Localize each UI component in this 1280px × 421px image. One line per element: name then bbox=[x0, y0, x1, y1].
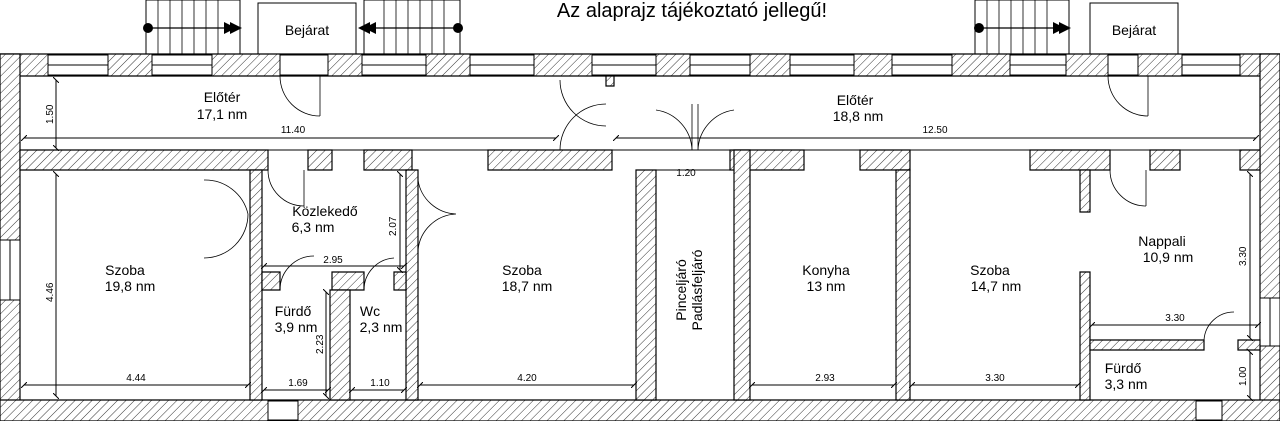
entrance-box-right bbox=[1089, 2, 1179, 55]
room-name-eloter-2: Előtér bbox=[837, 92, 874, 108]
room-name-nappali: Nappali bbox=[1138, 233, 1185, 249]
room-labels: Előtér 17,1 nm Előtér 18,8 nm Közlekedő … bbox=[105, 89, 1194, 392]
room-area-szoba-3: 14,7 nm bbox=[971, 278, 1022, 294]
dim-1-20: 1.20 bbox=[676, 168, 696, 179]
dim-2-23: 2.23 bbox=[315, 334, 326, 354]
room-name-pincejaro: Pinceljáró bbox=[673, 259, 689, 321]
entrance-label-left: Bejárat bbox=[285, 22, 329, 38]
room-area-szoba-1: 19,8 nm bbox=[105, 278, 156, 294]
room-name-furdo-1: Fürdő bbox=[275, 303, 312, 319]
room-name-szoba-3: Szoba bbox=[970, 262, 1010, 278]
plan-title: Az alaprajz tájékoztató jellegű! bbox=[557, 0, 827, 22]
dimension-labels: 1.50 11.40 12.50 1.20 2.07 2.95 4.46 4.4… bbox=[45, 104, 1249, 389]
dim-1-50: 1.50 bbox=[45, 104, 56, 124]
room-area-furdo-1: 3,9 nm bbox=[275, 319, 318, 335]
room-name-szoba-2: Szoba bbox=[502, 262, 542, 278]
stairs-left-1 bbox=[143, 0, 242, 55]
dim-12-50: 12.50 bbox=[922, 125, 947, 136]
entrance-box-left bbox=[257, 2, 357, 55]
stairs-left-2 bbox=[358, 0, 463, 55]
room-name-padlasfeljaro: Padlásfeljáró bbox=[689, 249, 705, 330]
dim-3-30-vertical: 3.30 bbox=[1238, 246, 1249, 266]
dim-1-10: 1.10 bbox=[370, 378, 390, 389]
hall-lines bbox=[20, 75, 1260, 400]
entrance-label-right: Bejárat bbox=[1112, 22, 1156, 38]
dim-2-07: 2.07 bbox=[388, 216, 399, 236]
room-name-wc: Wc bbox=[360, 303, 380, 319]
dim-1-00: 1.00 bbox=[1238, 366, 1249, 386]
dim-2-95: 2.95 bbox=[323, 255, 343, 266]
room-name-kozlekedo: Közlekedő bbox=[292, 203, 358, 219]
dim-4-46: 4.46 bbox=[45, 282, 56, 302]
other-windows bbox=[0, 239, 1280, 421]
room-name-konyha: Konyha bbox=[802, 262, 850, 278]
room-area-konyha: 13 nm bbox=[807, 278, 846, 294]
room-name-szoba-1: Szoba bbox=[105, 262, 145, 278]
dim-1-69: 1.69 bbox=[288, 378, 308, 389]
dim-3-30-nappali: 3.30 bbox=[1165, 313, 1185, 324]
room-name-eloter-1: Előtér bbox=[204, 89, 241, 105]
room-area-nappali: 10,9 nm bbox=[1143, 249, 1194, 265]
stairs-right bbox=[974, 0, 1071, 55]
room-area-wc: 2,3 nm bbox=[360, 319, 403, 335]
room-area-kozlekedo: 6,3 nm bbox=[292, 219, 335, 235]
room-area-eloter-2: 18,8 nm bbox=[833, 108, 884, 124]
dim-4-44: 4.44 bbox=[126, 373, 146, 384]
dim-11-40: 11.40 bbox=[281, 125, 306, 136]
doors bbox=[203, 75, 1235, 341]
room-area-furdo-2: 3,3 nm bbox=[1105, 376, 1148, 392]
room-name-furdo-2: Fürdő bbox=[1105, 360, 1142, 376]
top-windows bbox=[47, 54, 1241, 76]
dim-3-30-szoba: 3.30 bbox=[985, 373, 1005, 384]
dimension-lines bbox=[24, 80, 1258, 398]
dim-4-20: 4.20 bbox=[517, 373, 537, 384]
dim-2-93: 2.93 bbox=[815, 373, 835, 384]
interior-walls bbox=[19, 75, 1261, 401]
room-area-eloter-1: 17,1 nm bbox=[197, 106, 248, 122]
room-area-szoba-2: 18,7 nm bbox=[502, 278, 553, 294]
